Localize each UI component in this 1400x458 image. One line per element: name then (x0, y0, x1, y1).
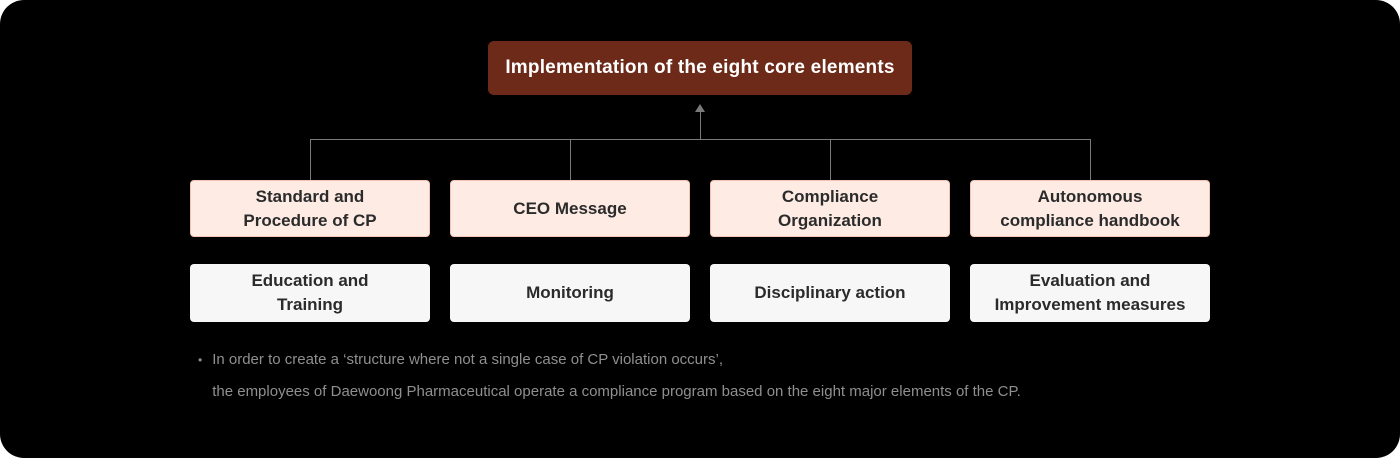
footnote: • In order to create a ‘structure where … (198, 344, 1021, 408)
box-label-line: Compliance (781, 186, 879, 206)
connector-drop-line-4 (1090, 139, 1091, 180)
bullet-marker: • (198, 353, 203, 367)
box-label: Compliance Organization (778, 185, 882, 233)
box-label: CEO Message (513, 197, 626, 221)
connector-drop-line-2 (570, 139, 571, 180)
box-monitoring: Monitoring (450, 264, 690, 322)
box-label-line: Procedure of CP (243, 210, 377, 230)
box-autonomous-compliance-handbook: Autonomous compliance handbook (970, 180, 1210, 237)
box-label-line: Monitoring (526, 283, 614, 302)
box-label-line: Education and (251, 271, 369, 290)
connector-drop-line-3 (830, 139, 831, 180)
root-title-label: Implementation of the eight core element… (505, 57, 895, 78)
box-label-line: Evaluation and (1029, 271, 1151, 290)
connector-stem-line (700, 112, 701, 140)
connector-drop-line-1 (310, 139, 311, 180)
arrow-up-icon (695, 104, 705, 112)
box-disciplinary-action: Disciplinary action (710, 264, 950, 322)
footnote-line-2: the employees of Daewoong Pharmaceutical… (212, 383, 1021, 400)
footnote-line-1: In order to create a ‘structure where no… (212, 351, 724, 368)
box-education-and-training: Education and Training (190, 264, 430, 322)
box-compliance-organization: Compliance Organization (710, 180, 950, 237)
box-label-line: Organization (778, 210, 882, 230)
box-ceo-message: CEO Message (450, 180, 690, 237)
box-label-line: Training (276, 295, 344, 314)
box-label: Standard and Procedure of CP (243, 185, 376, 233)
box-label: Disciplinary action (754, 281, 905, 305)
box-label-line: Autonomous (1037, 186, 1143, 206)
box-standard-and-procedure-of-cp: Standard and Procedure of CP (190, 180, 430, 237)
box-label-line: Standard and (255, 186, 365, 206)
connector-horizontal-line (310, 139, 1090, 140)
box-label-line: CEO Message (513, 198, 627, 218)
box-label-line: compliance handbook (1000, 210, 1180, 230)
box-label: Monitoring (526, 281, 614, 305)
box-label-line: Disciplinary action (754, 283, 906, 302)
box-label: Education and Training (251, 269, 368, 317)
box-label-line: Improvement measures (994, 295, 1186, 314)
box-label: Evaluation and Improvement measures (995, 269, 1186, 317)
box-label: Autonomous compliance handbook (1000, 185, 1179, 233)
root-title-box: Implementation of the eight core element… (488, 41, 912, 95)
footnote-text: In order to create a ‘structure where no… (212, 344, 1021, 408)
box-evaluation-and-improvement-measures: Evaluation and Improvement measures (970, 264, 1210, 322)
